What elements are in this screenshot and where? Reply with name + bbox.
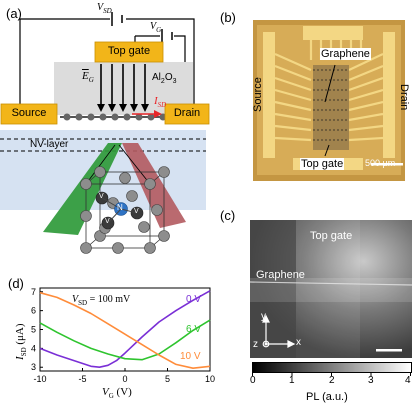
panel-a-schematic [0,12,210,254]
top-gate-label-b: Top gate [300,158,345,170]
x-tick-label: -5 [78,374,86,384]
electric-field-label: EG [82,70,94,85]
vsd-label: VSD [97,2,112,15]
x-tick-label: -10 [33,374,46,384]
nitrogen-atom-label: N [117,203,123,212]
x-tick-label: 0 [122,374,127,384]
colorbar-tick-2: 2 [329,375,335,386]
legend-10v: 10 V [180,351,201,362]
vacancy-atom-label: V [105,218,110,225]
x-axis-label: VG (V) [102,386,132,401]
axis-z-label: z [253,339,258,350]
legend-0v: 0 V [186,294,202,305]
graphene-label-c: Graphene [256,269,305,281]
colorbar-tick-3: 3 [368,375,374,386]
series-line-10v [39,291,211,369]
iv-chart: -10 -5 0 5 10 3 4 5 6 7 [31,287,215,384]
colorbar-tick-4: 4 [405,375,411,386]
y-tick-label: 7 [31,287,36,297]
y-tick-label: 3 [31,362,36,372]
y-axis-label: ISD (μA) [14,323,29,360]
y-tick-label: 6 [31,306,36,316]
colorbar-label: PL (a.u.) [306,391,348,403]
legend-6v: 6 V [186,324,202,335]
drain-pad-label: Drain [173,107,201,119]
current-label: ISD [154,95,167,110]
panel-c-pl-image [250,220,412,358]
top-gate-label: Top gate [107,45,151,57]
y-tick-label: 5 [31,325,36,335]
panel-a-label: (a) [6,6,22,21]
vacancy-atom-label: V [99,193,104,200]
graphene-label-b: Graphene [320,48,371,60]
series-line-6v [39,319,211,361]
x-tick-label: 5 [165,374,170,384]
colorbar-tick-0: 0 [250,375,256,386]
source-label-b: Source [252,77,264,112]
series-line-0v [39,290,211,368]
nv-layer-label: NV-layer [30,139,69,150]
panel-c-label: (c) [220,208,236,223]
vg-label: VG [150,21,162,34]
al2o3-label: Al2O3 [152,72,177,85]
pl-colorbar-ticks [252,372,411,376]
x-tick-label: 10 [205,374,215,384]
y-tick-label: 4 [31,343,36,353]
vacancy-atom-label: V [134,208,139,215]
scale-bar-label-b: 500 μm [365,158,396,168]
panel-b-micrograph [253,20,405,181]
panel-b-label: (b) [220,10,236,25]
top-gate-label-c: Top gate [310,230,353,242]
colorbar-tick-1: 1 [289,375,295,386]
axis-x-label: x [296,337,301,348]
panel-d-label: (d) [8,276,24,291]
source-pad-label: Source [11,107,47,119]
chart-annotation: VSD = 100 mV [72,294,131,307]
axis-y-label: y [261,311,266,322]
drain-label-b: Drain [398,84,410,111]
